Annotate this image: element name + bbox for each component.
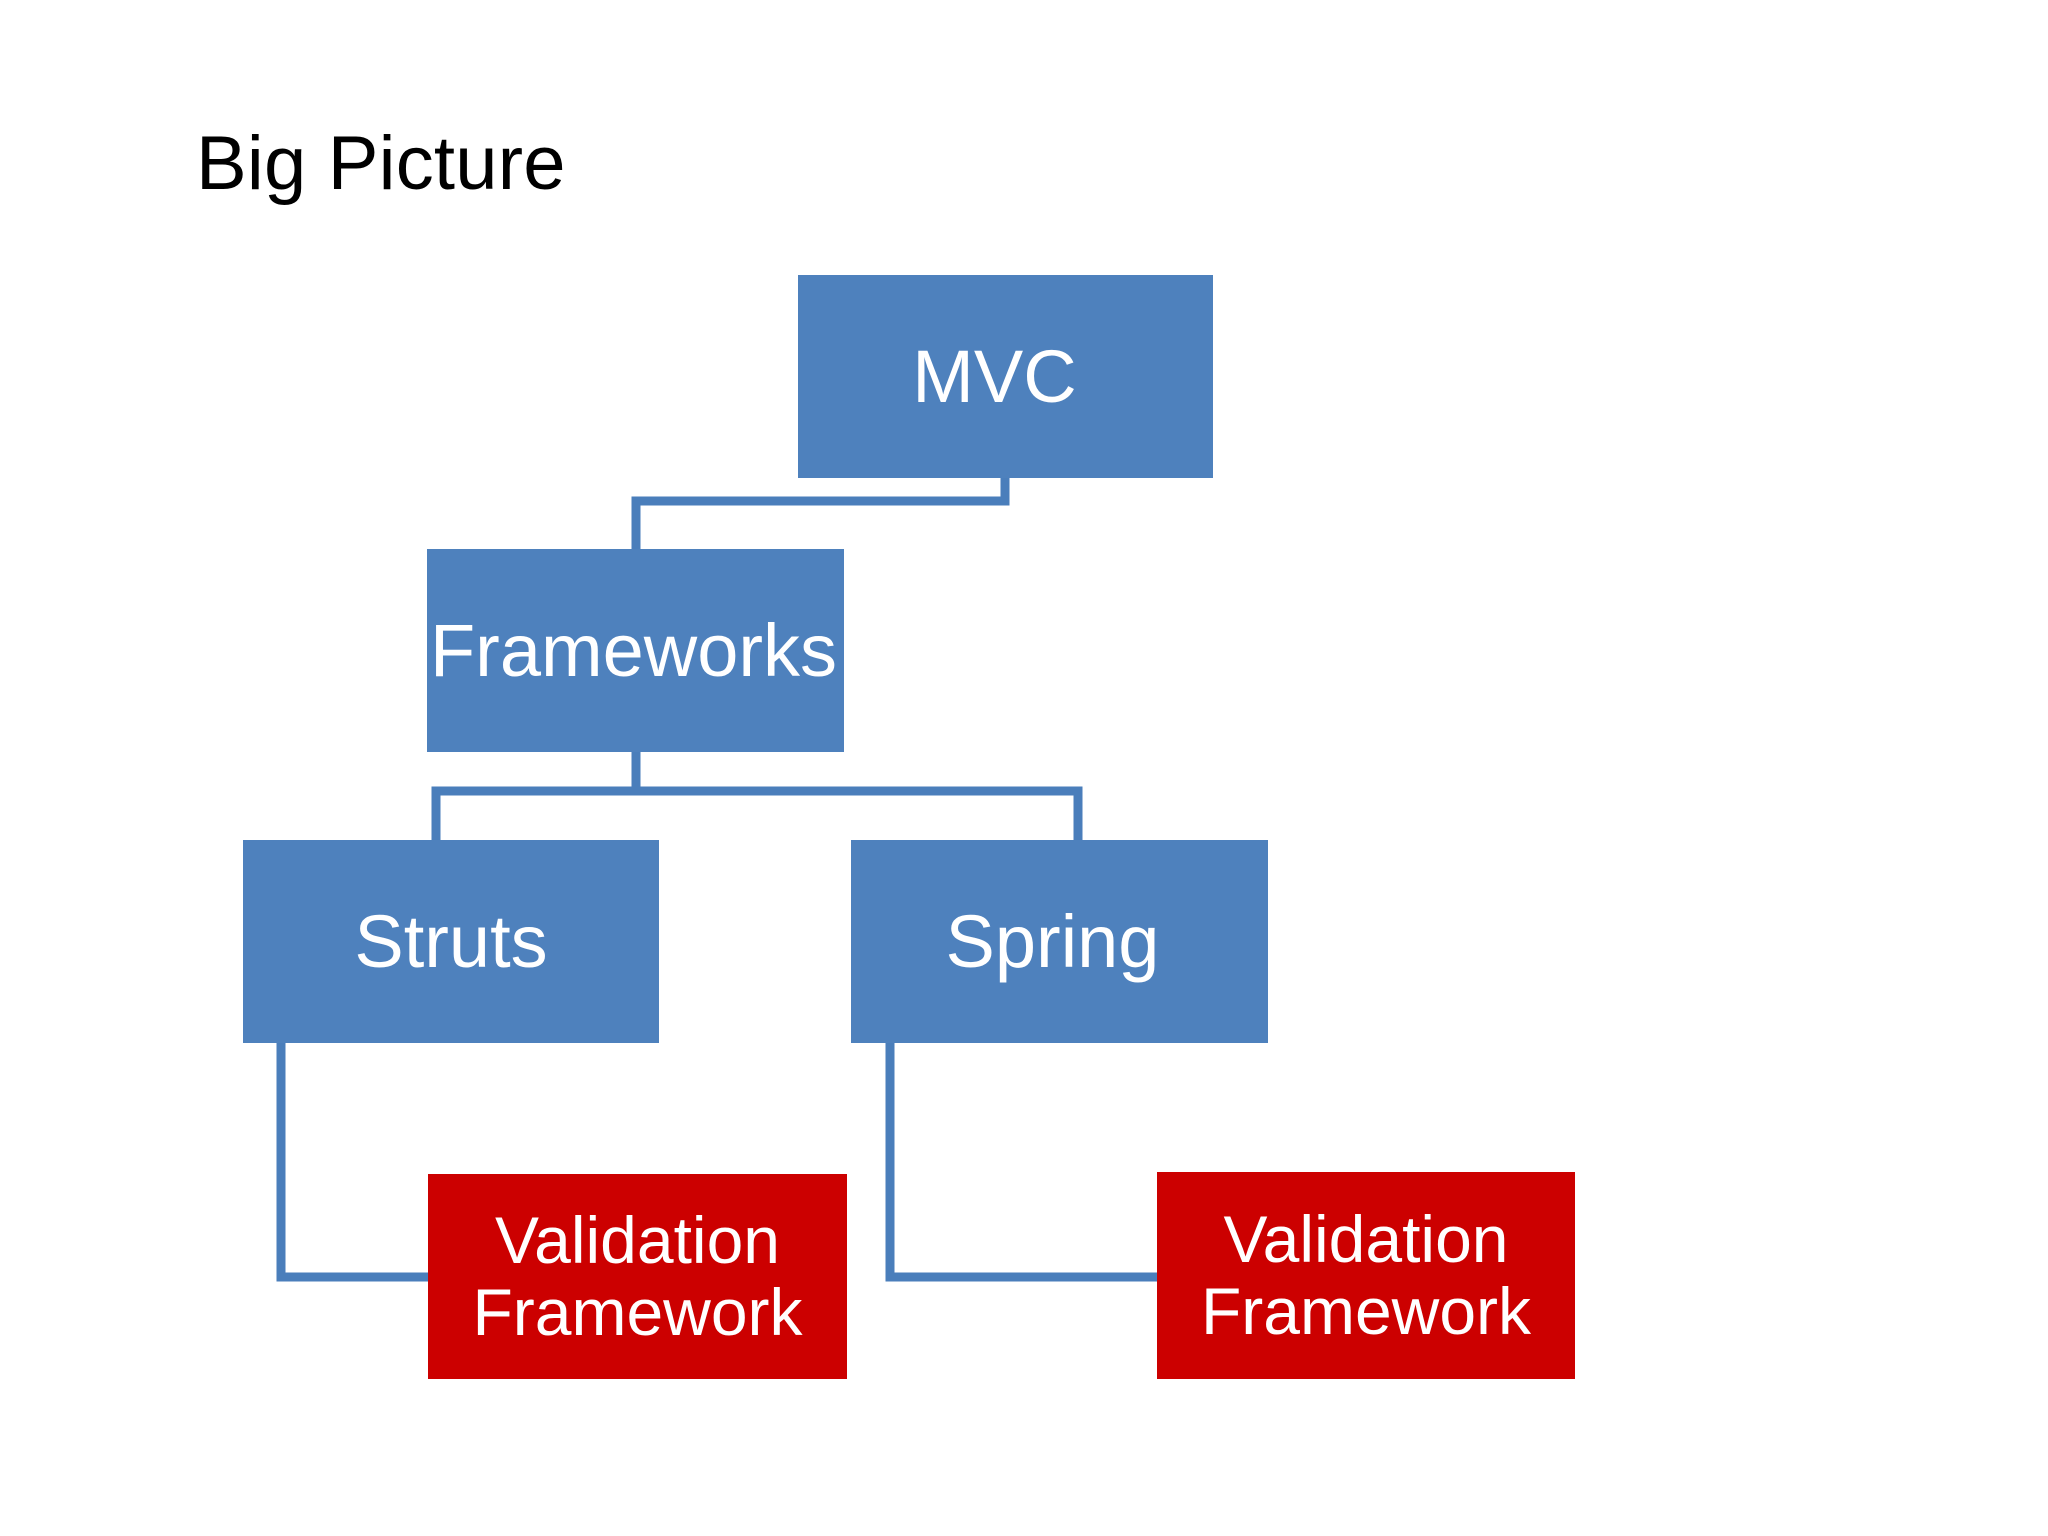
node-mvc[interactable]: MVC (798, 275, 1213, 478)
node-struts[interactable]: Struts (243, 840, 659, 1043)
node-spring-label: Spring (945, 900, 1160, 983)
page-title: Big Picture (196, 121, 566, 206)
edge-mvc-to-frameworks (631, 478, 1010, 549)
node-validation-framework-struts-label: Validation Framework (472, 1202, 803, 1349)
edge-frameworks-to-spring (636, 786, 1083, 840)
node-frameworks[interactable]: Frameworks (427, 549, 844, 752)
node-mvc-label: MVC (912, 335, 1077, 418)
node-validation-framework-struts[interactable]: Validation Framework (428, 1174, 847, 1379)
node-validation-framework-spring[interactable]: Validation Framework (1157, 1172, 1575, 1379)
node-spring[interactable]: Spring (851, 840, 1268, 1043)
node-frameworks-label: Frameworks (429, 609, 838, 692)
edge-struts-to-validation-left (276, 1043, 428, 1282)
edge-spring-to-validation-right (885, 1043, 1157, 1282)
node-struts-label: Struts (354, 900, 548, 983)
node-validation-framework-spring-label: Validation Framework (1200, 1201, 1532, 1348)
edge-frameworks-to-struts (431, 752, 641, 840)
